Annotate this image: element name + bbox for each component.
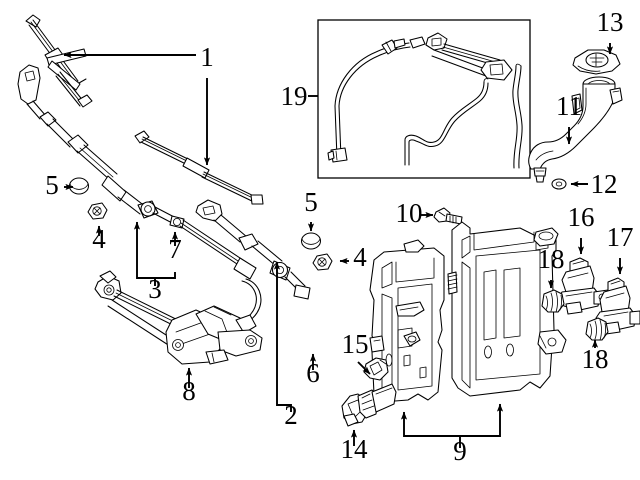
callout-label-9: 9: [453, 436, 467, 466]
callout-label-11: 11: [556, 91, 582, 121]
filler-cap: [572, 49, 621, 75]
leader-3: [133, 221, 176, 286]
callout-label-18b: 18: [582, 344, 609, 374]
callout-label-19: 19: [281, 81, 308, 111]
callout-label-14: 14: [341, 434, 369, 464]
callout-label-7: 7: [168, 234, 182, 264]
callout-label-12: 12: [591, 169, 618, 199]
callout-label-8: 8: [182, 376, 196, 406]
callout-label-5b: 5: [304, 187, 318, 217]
reservoir-front-half: [369, 239, 445, 403]
leader-9: [400, 403, 504, 448]
callout-label-6: 6: [306, 358, 320, 388]
reservoir-rear-half: [447, 221, 567, 397]
callout-label-2: 2: [284, 400, 298, 430]
filler-neck: [528, 76, 623, 183]
callout-label-1: 1: [200, 42, 214, 72]
reservoir-bolt: [433, 207, 463, 225]
callout-label-10: 10: [396, 198, 423, 228]
wiper-arm-driver: [17, 64, 257, 280]
callout-label-13: 13: [597, 7, 624, 37]
callout-label-4b: 4: [353, 242, 367, 272]
level-sensor: [341, 383, 397, 427]
callout-label-17: 17: [607, 222, 634, 252]
grommet-lower: [585, 317, 609, 341]
grommet-upper: [541, 289, 565, 313]
callout-label-16: 16: [568, 202, 595, 232]
wiper-pivot-cap-left: [68, 177, 90, 195]
wiper-arm-nut-left: [87, 202, 108, 220]
callout-label-18a: 18: [538, 244, 565, 274]
leader-1: [63, 51, 211, 166]
wiper-blade-passenger: [134, 130, 264, 205]
callout-label-4a: 4: [92, 224, 106, 254]
filler-seal: [551, 178, 567, 190]
callout-label-5a: 5: [45, 170, 59, 200]
wiper-arm-nut-right: [312, 253, 333, 271]
pump-front: [557, 257, 613, 315]
hose-assembly-box: [317, 19, 531, 179]
wiper-motor-linkage: [94, 270, 263, 365]
callout-label-3: 3: [148, 274, 162, 304]
callout-label-15: 15: [342, 329, 369, 359]
leader-15: [357, 361, 371, 375]
wiper-blade-driver: [25, 14, 93, 108]
leader-2: [273, 261, 292, 412]
wiper-pivot-cap-right: [300, 232, 322, 250]
